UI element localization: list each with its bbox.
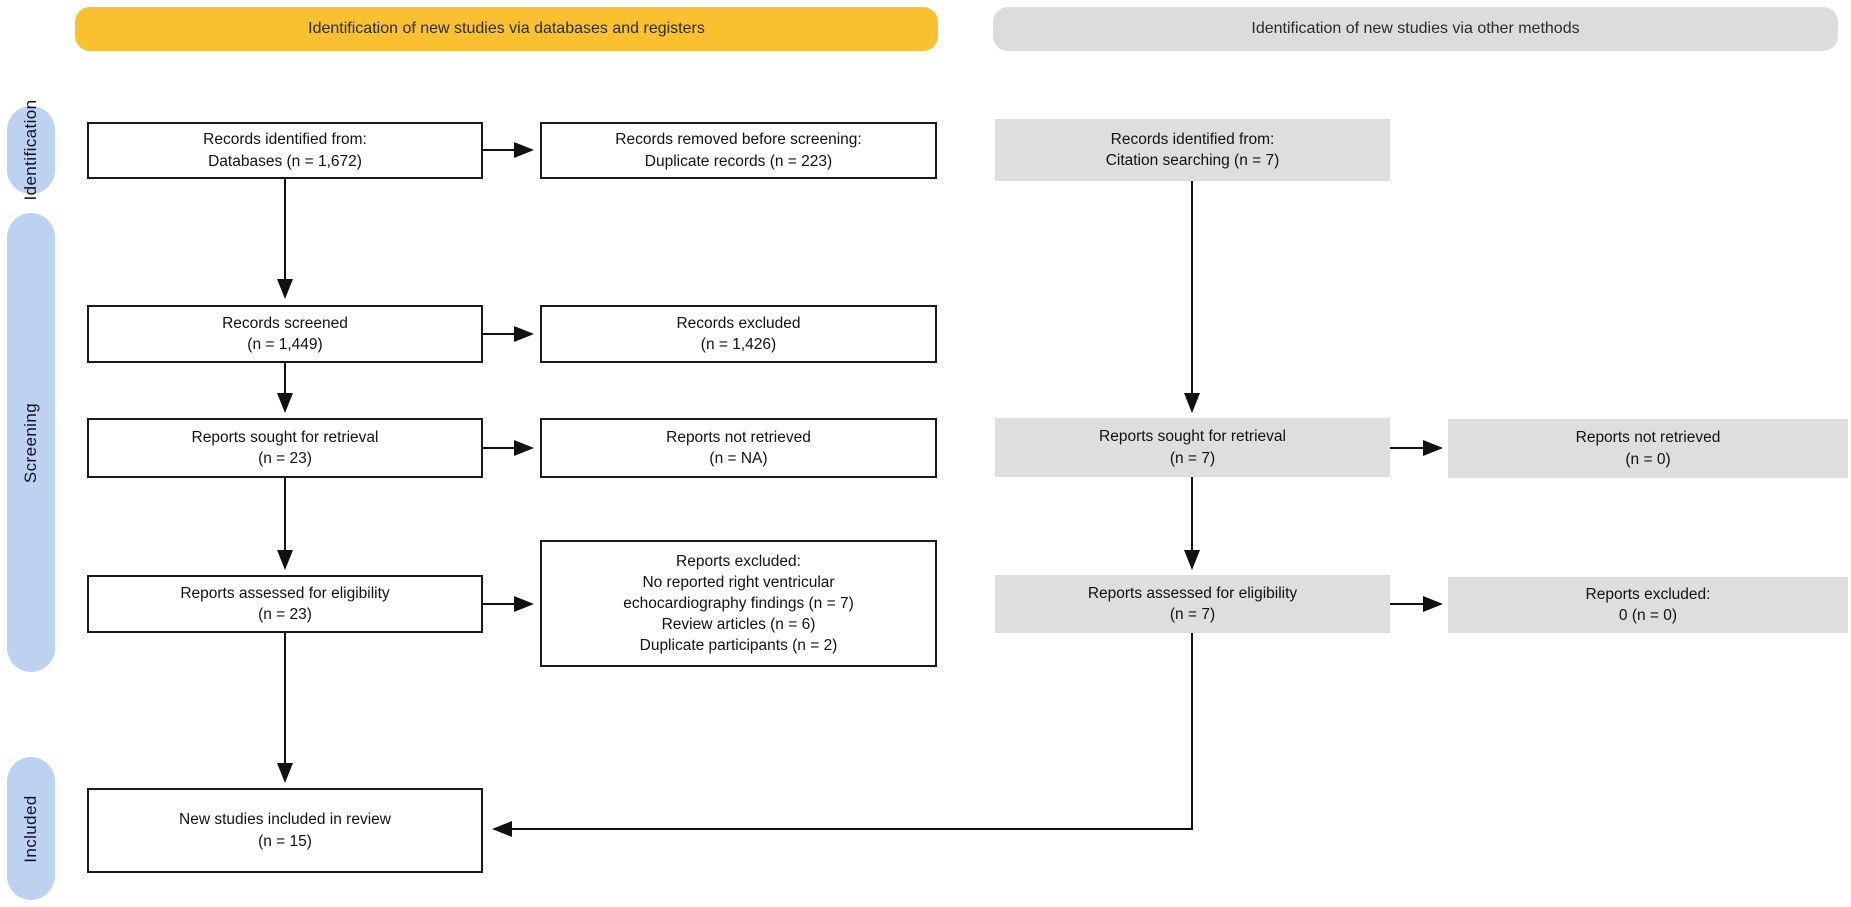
box-line: Reports not retrieved (1575, 429, 1721, 447)
banner-databases-registers: Identification of new studies via databa… (75, 7, 938, 51)
stage-included-label: Included (21, 794, 40, 863)
box-records-screened: Records screened (n = 1,449) (87, 305, 483, 363)
box-line: Reports sought for retrieval (1099, 428, 1286, 446)
box-reports-not-retrieved-databases: Reports not retrieved (n = NA) (540, 418, 937, 478)
box-line: (n = 23) (258, 450, 312, 467)
box-line: Reports assessed for eligibility (1087, 584, 1298, 602)
box-records-removed-before-screening: Records removed before screening: Duplic… (540, 122, 937, 179)
box-reports-sought-databases: Reports sought for retrieval (n = 23) (87, 418, 483, 478)
banner-databases-registers-label: Identification of new studies via databa… (308, 20, 705, 37)
box-reports-excluded-reasons: Reports excluded: No reported right vent… (540, 540, 937, 667)
box-line: Reports sought for retrieval (191, 428, 379, 446)
box-line: No reported right ventricular (642, 573, 835, 591)
box-line: Reports excluded: (1585, 585, 1711, 603)
stage-included: Included (7, 757, 55, 900)
box-reports-excluded-other: Reports excluded: 0 (n = 0) (1448, 577, 1848, 633)
box-records-excluded: Records excluded (n = 1,426) (540, 305, 937, 363)
box-line: (n = 23) (258, 606, 312, 623)
box-line: (n = 7) (1169, 606, 1216, 623)
box-records-identified-databases: Records identified from: Databases (n = … (87, 122, 483, 179)
box-line: (n = 1,426) (700, 336, 777, 353)
box-line: Records screened (222, 314, 348, 332)
box-line: (n = 15) (258, 832, 312, 850)
stage-identification-label: Identification (21, 99, 40, 201)
box-line: Reports assessed for eligibility (180, 584, 390, 602)
box-reports-assessed-databases: Reports assessed for eligibility (n = 23… (87, 575, 483, 633)
box-line: Records excluded (676, 314, 801, 332)
box-line: 0 (n = 0) (1618, 607, 1678, 624)
banner-other-methods-label: Identification of new studies via other … (1251, 20, 1580, 37)
box-line: Records identified from: (1110, 130, 1275, 148)
box-line: Records removed before screening: (615, 131, 862, 149)
box-line: Records identified from: (203, 131, 367, 149)
box-line: (n = 7) (1169, 449, 1216, 467)
box-line: Reports excluded: (676, 552, 801, 570)
box-new-studies-included: New studies included in review (n = 15) (87, 788, 483, 873)
box-line: Review articles (n = 6) (661, 616, 816, 634)
box-records-identified-citation: Records identified from: Citation search… (995, 119, 1390, 181)
stage-identification: Identification (7, 99, 55, 201)
box-line: Citation searching (n = 7) (1105, 152, 1280, 169)
box-line: echocardiography findings (n = 7) (623, 594, 854, 612)
box-line: Duplicate participants (n = 2) (639, 637, 838, 655)
box-reports-sought-other: Reports sought for retrieval (n = 7) (995, 418, 1390, 477)
stage-screening-label: Screening (21, 402, 40, 483)
box-line: (n = NA) (709, 450, 768, 467)
box-line: (n = 0) (1625, 450, 1671, 468)
box-line: New studies included in review (179, 811, 391, 829)
box-line: Duplicate records (n = 223) (644, 152, 833, 170)
stage-screening: Screening (7, 213, 55, 672)
box-line: Reports not retrieved (666, 428, 811, 446)
box-reports-assessed-other: Reports assessed for eligibility (n = 7) (995, 575, 1390, 633)
box-line: (n = 1,449) (247, 336, 323, 353)
box-line: Databases (n = 1,672) (208, 152, 362, 170)
box-reports-not-retrieved-other: Reports not retrieved (n = 0) (1448, 419, 1848, 478)
banner-other-methods: Identification of new studies via other … (993, 7, 1838, 51)
